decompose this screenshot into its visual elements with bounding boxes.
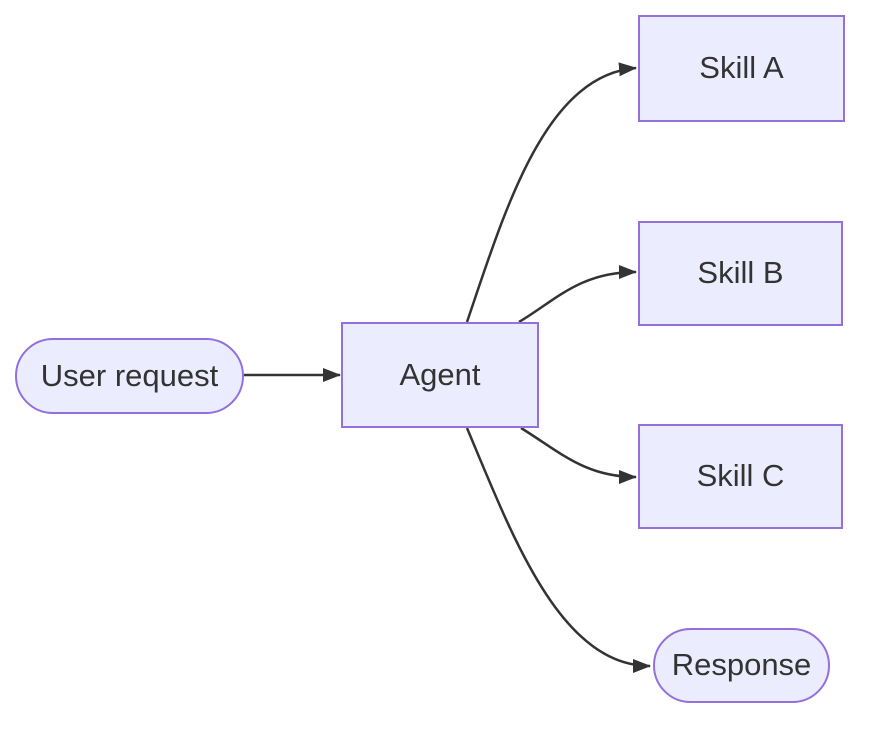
edge-agent-to-response	[465, 427, 651, 673]
node-user-request-label: User request	[40, 357, 219, 393]
node-response-label: Response	[671, 647, 812, 683]
node-response: Response	[653, 628, 830, 703]
node-agent: Agent	[341, 322, 539, 428]
edge-agent-to-skill-c	[520, 426, 637, 484]
edge-agent-to-skill-b	[518, 265, 637, 324]
node-agent-label: Agent	[399, 356, 481, 392]
node-user-request: User request	[15, 338, 244, 414]
node-skill-c: Skill C	[638, 424, 843, 529]
node-skill-b-label: Skill B	[697, 255, 784, 291]
node-skill-a: Skill A	[638, 15, 845, 122]
edge-agent-to-skill-a	[465, 62, 637, 323]
node-skill-b: Skill B	[638, 221, 843, 326]
node-skill-a-label: Skill A	[699, 50, 784, 86]
node-skill-c-label: Skill C	[696, 458, 785, 494]
